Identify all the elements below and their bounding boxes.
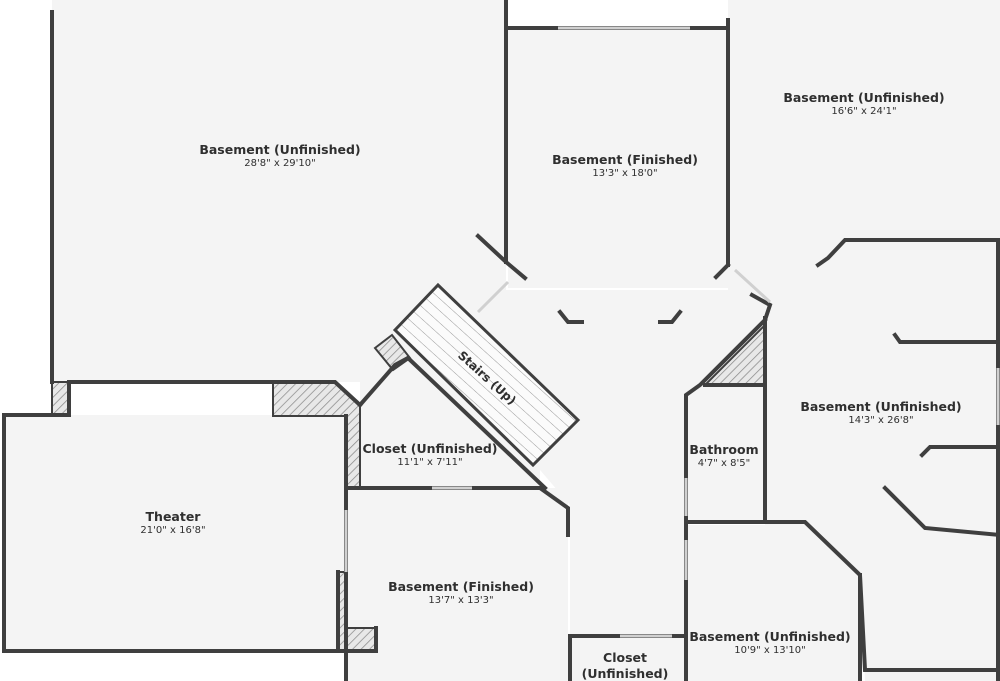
floor-theater: [4, 415, 344, 651]
wall-ne-step: [815, 238, 1000, 268]
floor-basement-finished-north: [508, 28, 728, 288]
floor-basement-unfinished-se: [688, 525, 860, 681]
door-ne-hall: [733, 268, 772, 304]
wall-theater-top: [2, 380, 363, 417]
floor-bathroom: [688, 385, 764, 522]
wall-east-shelf-2: [919, 445, 1000, 458]
wall-east-diag: [749, 292, 773, 323]
door-nw-hall: [476, 280, 510, 314]
wall-closet1-diag: [357, 355, 411, 408]
floor-closet-2: [570, 638, 682, 681]
floor-basement-unfinished-east: [765, 240, 1000, 681]
wall-stair-diag: [405, 355, 548, 491]
floor-areas: [4, 0, 1000, 681]
wall-east-shelf-1: [892, 332, 1000, 344]
hatch-west-column: [51, 381, 70, 415]
wall-nw-door-stub: [475, 233, 528, 281]
wall-east-shelf-3: [882, 485, 1000, 538]
floor-basement-finished-south: [346, 488, 568, 681]
wall-bath-top: [684, 317, 768, 522]
openings: [344, 26, 1000, 638]
wall-north-east-stub: [713, 262, 731, 280]
wall-counter-right: [658, 309, 683, 324]
wall-counter-left: [557, 309, 584, 324]
stairs-up: [392, 282, 581, 468]
wall-theater-west: [2, 413, 378, 653]
